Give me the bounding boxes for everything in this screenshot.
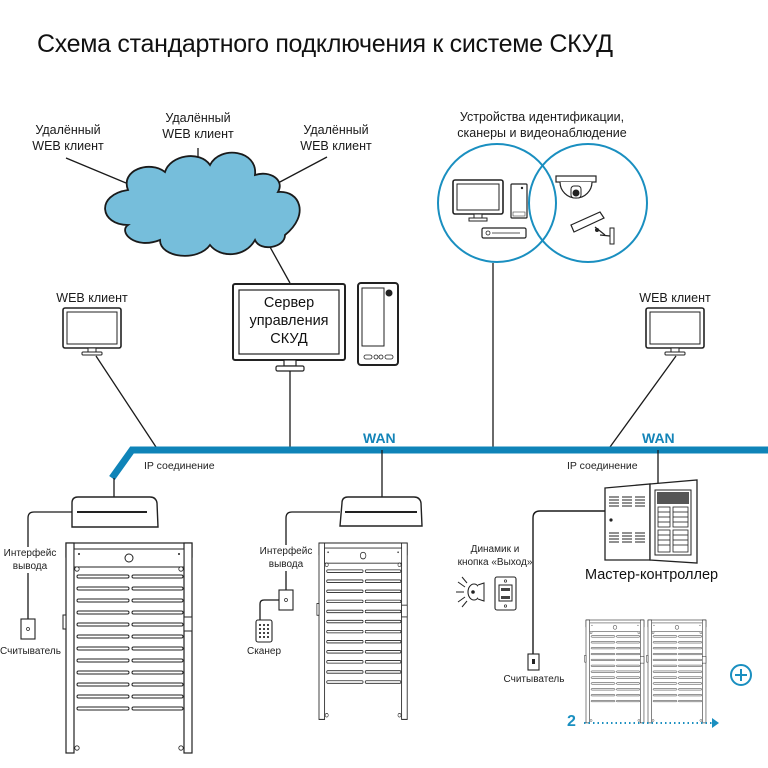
controller-reader-cable xyxy=(532,510,605,655)
id-card-reader-icon xyxy=(510,183,528,219)
cloud-server-link xyxy=(269,246,291,284)
output-interface-middle-line2: вывода xyxy=(268,559,304,570)
scanner-keypad-device xyxy=(255,619,273,643)
turnstile-gate-middle xyxy=(316,542,408,720)
turnstile-gate-left xyxy=(62,542,193,754)
web-client-right-link xyxy=(609,355,677,448)
speaker-exit-line2: кнопка «Выход» xyxy=(457,557,533,568)
reader-right-device xyxy=(527,653,540,671)
video-circle xyxy=(528,143,648,263)
reader-left-label: Считыватель xyxy=(0,646,61,657)
turnstile-gate-right-1 xyxy=(584,619,645,724)
master-controller-label: Мастер-контроллер xyxy=(585,567,719,583)
speaker-icon xyxy=(456,576,485,608)
server-tower xyxy=(357,282,399,366)
web-client-left-label: WEB клиент xyxy=(56,291,128,305)
remote-client-center-line2: WEB клиент xyxy=(162,127,234,141)
ip-connection-label-right: IP соединение xyxy=(567,460,638,472)
wan-label-right: WAN xyxy=(642,430,675,446)
turnstile-gate-right-2 xyxy=(646,619,707,724)
remote-client-right-line1: Удалённый xyxy=(303,123,369,137)
output-interface-middle-label: Интерфейс вывода xyxy=(258,545,314,571)
web-client-right-monitor xyxy=(645,307,705,356)
server-label: Сервер управления СКУД xyxy=(239,294,339,348)
identification-label: Устройства идентификации, сканеры и виде… xyxy=(437,109,647,141)
output-interface-middle-device xyxy=(278,589,294,611)
server-line3: СКУД xyxy=(270,331,308,347)
server-line1: Сервер xyxy=(263,295,315,311)
gate-count-label: 2 xyxy=(567,713,576,730)
router-middle-interface-cable xyxy=(285,511,340,590)
exit-button-icon xyxy=(494,576,517,611)
wan-label-left: WAN xyxy=(363,430,396,446)
remote-client-label-left: Удалённый WEB клиент xyxy=(28,122,108,154)
reader-right-label: Считыватель xyxy=(503,674,565,685)
scanner-label: Сканер xyxy=(246,646,282,657)
internet-cloud xyxy=(104,151,301,257)
server-monitor xyxy=(232,283,346,372)
output-interface-left-label: Интерфейс вывода xyxy=(2,547,58,573)
router-middle xyxy=(339,496,423,527)
wan-backbone xyxy=(109,446,768,481)
remote-client-label-center: Удалённый WEB клиент xyxy=(158,110,238,142)
web-client-left-monitor xyxy=(62,307,122,356)
router-left-interface-cable xyxy=(27,511,72,620)
output-interface-middle-line1: Интерфейс xyxy=(259,546,313,557)
remote-client-left-line1: Удалённый xyxy=(35,123,101,137)
speaker-exit-label: Динамик и кнопка «Выход» xyxy=(455,543,535,569)
cloud-link-right xyxy=(277,156,328,184)
page-title: Схема стандартного подключения к системе… xyxy=(37,30,613,58)
speaker-exit-line1: Динамик и xyxy=(470,544,520,555)
output-interface-left-line1: Интерфейс xyxy=(3,548,57,559)
remote-client-right-line2: WEB клиент xyxy=(300,139,372,153)
ip-connection-label-left: IP соединение xyxy=(144,460,215,472)
id-recorder-icon xyxy=(481,227,527,239)
remote-client-label-right: Удалённый WEB клиент xyxy=(296,122,376,154)
web-client-left-link xyxy=(95,355,157,448)
identification-line2: сканеры и видеонаблюдение xyxy=(457,126,627,140)
master-controller-device xyxy=(604,479,698,564)
router-left xyxy=(71,496,159,528)
cloud-link-left xyxy=(65,157,127,184)
remote-client-left-line2: WEB клиент xyxy=(32,139,104,153)
id-monitor-icon xyxy=(452,179,504,222)
plus-circle-icon xyxy=(730,664,752,686)
remote-client-center-line1: Удалённый xyxy=(165,111,231,125)
server-line2: управления xyxy=(249,313,329,329)
reader-left-device xyxy=(20,618,36,640)
web-client-right-label: WEB клиент xyxy=(639,291,711,305)
bullet-camera-icon xyxy=(570,211,615,245)
dome-camera-icon xyxy=(555,175,597,199)
identification-line1: Устройства идентификации, xyxy=(459,110,625,124)
output-interface-left-line2: вывода xyxy=(12,561,48,572)
